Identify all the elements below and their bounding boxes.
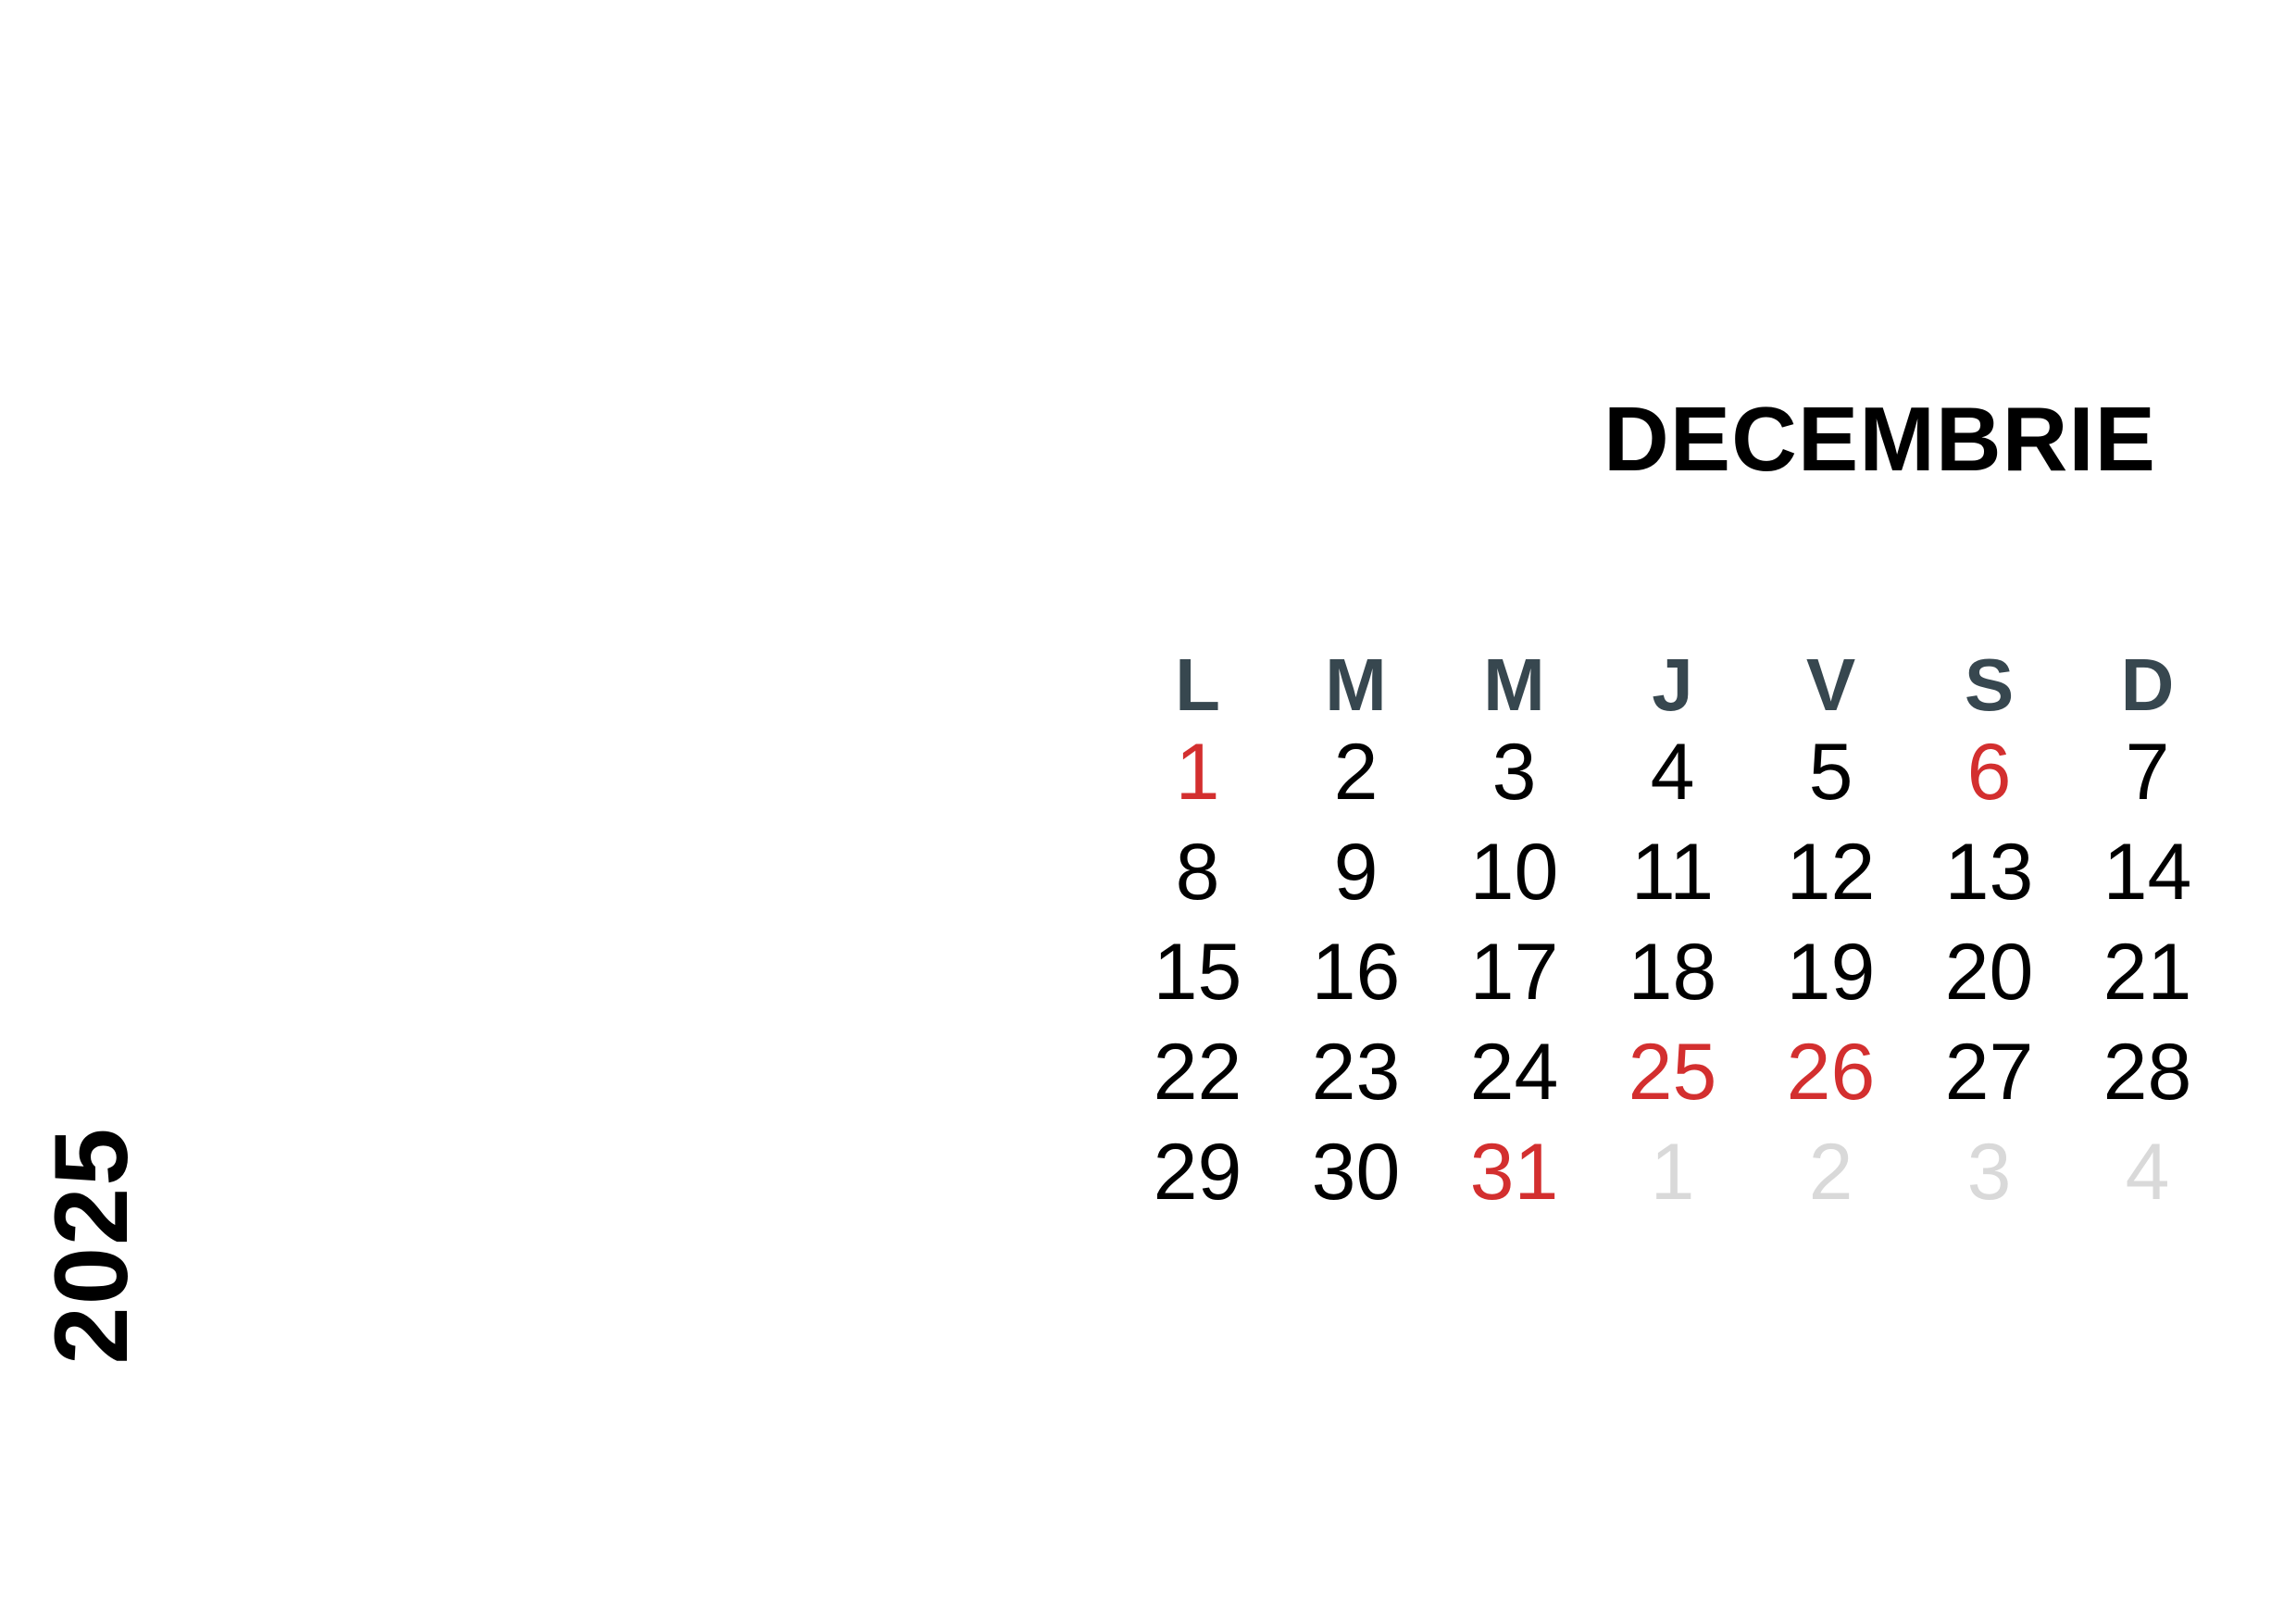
day-cell: 8 — [1175, 828, 1220, 917]
day-cell-holiday: 31 — [1469, 1128, 1559, 1217]
day-cell-holiday: 26 — [1786, 1028, 1876, 1117]
day-cell: 27 — [1944, 1028, 2034, 1117]
weekday-header: D — [2120, 643, 2175, 726]
day-cell: 19 — [1786, 928, 1876, 1017]
day-cell: 18 — [1628, 928, 1717, 1017]
day-cell-holiday: 25 — [1628, 1028, 1717, 1117]
day-cell: 24 — [1469, 1028, 1559, 1117]
weekday-header: M — [1483, 643, 1545, 726]
day-cell: 17 — [1469, 928, 1559, 1017]
day-cell: 3 — [1491, 728, 1537, 817]
day-cell: 22 — [1153, 1028, 1242, 1117]
day-cell: 7 — [2125, 728, 2170, 817]
day-cell: 21 — [2103, 928, 2192, 1017]
day-cell-other-month: 1 — [1650, 1128, 1695, 1217]
day-cell: 30 — [1311, 1128, 1401, 1217]
day-cell: 9 — [1333, 828, 1379, 917]
day-cell-holiday: 1 — [1175, 728, 1220, 817]
day-cell: 20 — [1944, 928, 2034, 1017]
day-cell: 5 — [1808, 728, 1853, 817]
month-title: DECEMBRIE — [1603, 388, 2156, 490]
day-cell-other-month: 2 — [1808, 1128, 1853, 1217]
day-cell: 2 — [1333, 728, 1379, 817]
day-cell: 23 — [1311, 1028, 1401, 1117]
year-label: 2025 — [33, 1126, 149, 1365]
day-cell-other-month: 4 — [2125, 1128, 2170, 1217]
day-cell-holiday: 6 — [1966, 728, 2012, 817]
weekday-header: S — [1964, 643, 2015, 726]
day-cell: 15 — [1153, 928, 1242, 1017]
day-cell: 12 — [1786, 828, 1876, 917]
day-cell: 16 — [1311, 928, 1401, 1017]
day-cell: 4 — [1650, 728, 1695, 817]
day-cell: 11 — [1630, 828, 1715, 917]
day-cell: 10 — [1469, 828, 1559, 917]
day-cell: 29 — [1153, 1128, 1242, 1217]
day-cell: 14 — [2103, 828, 2192, 917]
weekday-header: L — [1175, 643, 1220, 726]
weekday-header: J — [1652, 643, 1693, 726]
day-cell-other-month: 3 — [1966, 1128, 2012, 1217]
day-cell: 13 — [1944, 828, 2034, 917]
weekday-header: M — [1325, 643, 1387, 726]
day-cell: 28 — [2103, 1028, 2192, 1117]
weekday-header: V — [1805, 643, 1856, 726]
